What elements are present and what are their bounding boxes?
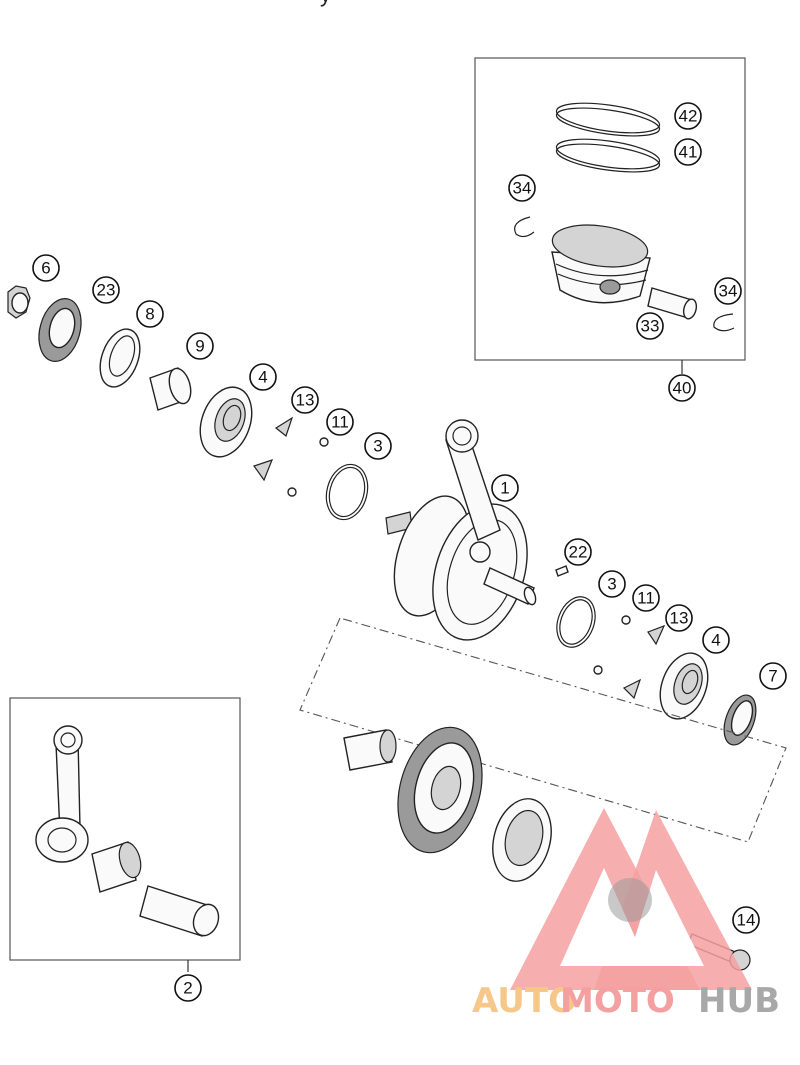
callout-4-left: 4 [249,363,277,391]
svg-text:3: 3 [607,575,616,594]
callout-33: 33 [636,312,664,340]
callout-11-left: 11 [326,408,354,436]
svg-text:33: 33 [641,317,660,336]
callout-42: 42 [674,102,702,130]
svg-text:13: 13 [670,609,689,628]
svg-text:34: 34 [719,282,738,301]
callout-2: 2 [174,974,202,1002]
callout-8: 8 [136,300,164,328]
starter-gear [397,726,483,854]
svg-text:14: 14 [737,911,756,930]
svg-text:7: 7 [768,667,777,686]
piston-kit-box [474,57,746,374]
svg-text:6: 6 [41,259,50,278]
piston-ring-41 [555,138,661,173]
callout-6: 6 [32,254,60,282]
piston-ring-42 [555,102,661,137]
svg-text:13: 13 [296,391,315,410]
needle-bearing [343,729,397,771]
svg-text:40: 40 [673,379,692,398]
piston [551,224,651,304]
shim-ring-3-right [556,596,596,648]
svg-text:2: 2 [183,979,192,998]
svg-text:41: 41 [679,143,698,162]
thrust-washer-13-left [253,416,294,482]
bearing-4-left [199,386,253,458]
conrod-kit-box [9,697,241,972]
pin-22 [555,565,569,577]
gear-23 [38,298,82,362]
logo-text-moto: MOTO [560,981,675,1021]
washer-8 [99,328,141,388]
dashed-subassembly-outline [299,617,787,843]
svg-text:34: 34 [513,179,532,198]
callout-7: 7 [759,662,787,690]
callout-23: 23 [92,276,120,304]
conrod [35,725,89,863]
piston-pin-33 [647,287,698,320]
callout-9: 9 [186,332,214,360]
logo-text-auto: AUTO [472,981,577,1021]
title-fragment: y [320,0,331,7]
callout-40: 40 [668,374,696,402]
svg-text:9: 9 [195,337,204,356]
nut-6 [7,285,31,319]
svg-text:11: 11 [331,413,349,432]
callout-14: 14 [732,906,760,934]
logo-text-hub: HUB [698,981,780,1021]
crankshaft [385,419,537,641]
thrust-washer-13-right [622,624,666,700]
svg-text:4: 4 [258,368,267,387]
automotohub-logo: AUTO MOTO HUB [472,808,780,1021]
screw-11-left [287,437,329,497]
callout-11-right: 11 [632,584,660,612]
circlip-34-right [713,313,735,332]
callout-4-right: 4 [702,626,730,654]
crank-pin [139,885,220,937]
callout-1: 1 [491,474,519,502]
callout-34-right: 34 [714,277,742,305]
freewheel [492,798,552,882]
svg-text:3: 3 [373,437,382,456]
conrod-bearing [91,841,142,893]
svg-text:1: 1 [500,479,509,498]
bearing-4-right [659,652,709,720]
bushing-9 [149,367,192,411]
svg-text:23: 23 [97,281,116,300]
callout-34-top: 34 [508,174,536,202]
seal-ring-7 [723,694,757,746]
svg-text:8: 8 [145,305,154,324]
svg-text:22: 22 [569,543,588,562]
circlip-34-top [514,216,535,238]
screw-11-right [593,615,631,675]
shim-ring-3-left [325,463,369,521]
callout-3-left: 3 [364,432,392,460]
svg-text:11: 11 [637,589,655,608]
callout-13-left: 13 [291,386,319,414]
svg-text:42: 42 [679,107,698,126]
svg-text:4: 4 [711,631,720,650]
callout-41: 41 [674,138,702,166]
callout-3-right: 3 [598,570,626,598]
callout-13-right: 13 [665,604,693,632]
callout-22: 22 [564,538,592,566]
